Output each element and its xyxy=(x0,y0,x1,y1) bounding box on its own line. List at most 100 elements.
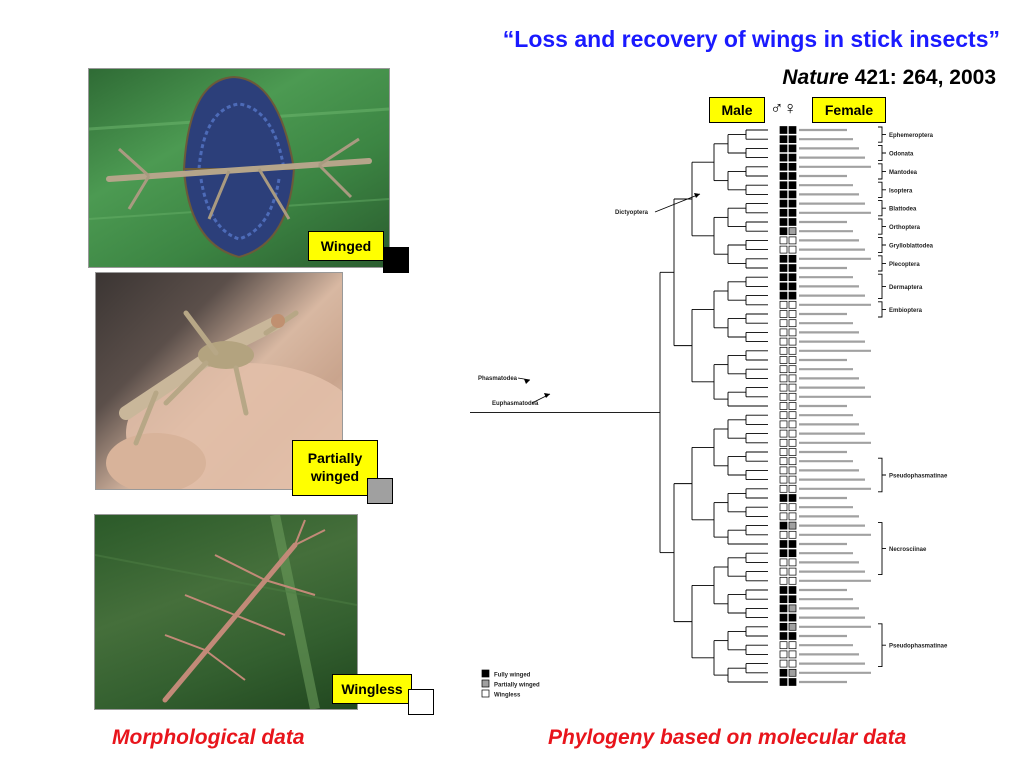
tip-female-square xyxy=(788,291,797,300)
tip-female-square xyxy=(788,678,797,686)
tip-female-square xyxy=(788,392,797,401)
clade-label: Plecoptera xyxy=(889,262,920,268)
clade-bracket xyxy=(878,181,886,198)
tip-male-square xyxy=(779,576,788,585)
tip-male-square xyxy=(779,641,788,650)
tip-male-square xyxy=(779,678,788,686)
tip-female-square xyxy=(788,613,797,622)
clade-label: Blattodea xyxy=(889,207,917,213)
tip-female-square xyxy=(788,530,797,539)
tip-male-square xyxy=(779,254,788,263)
tip-male-square xyxy=(779,218,788,226)
tip-female-square xyxy=(788,273,797,282)
tip-male-square xyxy=(779,595,788,604)
tip-male-square xyxy=(779,512,788,521)
tree-tip-squares xyxy=(779,126,871,686)
tip-male-square xyxy=(779,208,788,217)
tip-male-square xyxy=(779,448,788,456)
tip-male-square xyxy=(779,291,788,300)
tip-male-square xyxy=(779,411,788,420)
clade-bracket xyxy=(878,236,886,254)
tip-female-square xyxy=(788,484,797,493)
caption-morphological-data: Morphological data xyxy=(112,726,305,749)
tip-male-square xyxy=(779,475,788,484)
tip-male-square xyxy=(779,613,788,622)
tip-male-square xyxy=(779,604,788,613)
tip-male-square xyxy=(779,199,788,208)
wingless-insect-illustration xyxy=(95,515,357,709)
tip-female-square xyxy=(788,199,797,208)
tip-female-square xyxy=(788,668,797,677)
tip-female-square xyxy=(788,466,797,475)
tip-female-square xyxy=(788,411,797,420)
tip-female-square xyxy=(788,282,797,291)
partially-winged-swatch xyxy=(367,478,393,504)
slide-title: “Loss and recovery of wings in stick ins… xyxy=(502,26,1000,52)
citation: Nature 421: 264, 2003 xyxy=(600,66,996,90)
tip-female-square xyxy=(788,153,797,162)
node-annotation: Euphasmatodea xyxy=(492,401,539,407)
tip-female-square xyxy=(788,346,797,355)
tip-female-square xyxy=(788,126,797,134)
tip-female-square xyxy=(788,420,797,429)
tip-male-square xyxy=(779,126,788,134)
tip-female-square xyxy=(788,218,797,226)
tip-male-square xyxy=(779,181,788,190)
clade-bracket xyxy=(878,144,886,162)
tree-clade-brackets: EphemeropteraOdonataMantodeaIsopteraBlat… xyxy=(478,126,948,668)
clade-bracket xyxy=(878,163,886,180)
clade-bracket xyxy=(878,623,886,668)
tip-female-square xyxy=(788,475,797,484)
tip-female-square xyxy=(788,310,797,318)
tip-female-square xyxy=(788,383,797,392)
tip-female-square xyxy=(788,236,797,245)
tip-female-square xyxy=(788,595,797,604)
tip-female-square xyxy=(788,604,797,613)
photo-winged-insect xyxy=(88,68,390,268)
tip-female-square xyxy=(788,144,797,153)
clade-label: Pseudophasmatinae xyxy=(889,644,948,650)
tip-male-square xyxy=(779,135,788,144)
tip-female-square xyxy=(788,494,797,502)
tip-female-square xyxy=(788,576,797,585)
tip-male-square xyxy=(779,264,788,272)
tip-female-square xyxy=(788,632,797,640)
tip-female-square xyxy=(788,586,797,594)
tip-female-square xyxy=(788,245,797,254)
clade-label: Isoptera xyxy=(889,188,913,194)
tip-female-square xyxy=(788,503,797,512)
tip-female-square xyxy=(788,172,797,180)
tip-female-square xyxy=(788,162,797,171)
clade-label: Orthoptera xyxy=(889,225,921,231)
clade-bracket xyxy=(878,301,886,318)
tip-male-square xyxy=(779,558,788,567)
tip-female-square xyxy=(788,190,797,199)
tip-female-square xyxy=(788,365,797,374)
tip-male-square xyxy=(779,429,788,438)
tip-male-square xyxy=(779,530,788,539)
tip-female-square xyxy=(788,512,797,521)
tip-female-square xyxy=(788,402,797,410)
tip-male-square xyxy=(779,466,788,475)
clade-label: Grylloblattodea xyxy=(889,244,934,250)
tip-male-square xyxy=(779,586,788,594)
annotation-arrow xyxy=(654,193,701,213)
tip-male-square xyxy=(779,300,788,309)
winged-label: Winged xyxy=(308,231,384,261)
sex-symbols: ♂♀ xyxy=(770,98,797,118)
tip-female-square xyxy=(788,337,797,346)
clade-bracket xyxy=(878,255,886,272)
clade-bracket xyxy=(878,522,886,576)
tip-male-square xyxy=(779,503,788,512)
legend-label: Fully winged xyxy=(494,673,531,679)
tip-male-square xyxy=(779,420,788,429)
clade-label: Necrosciinae xyxy=(889,547,927,553)
legend-swatch xyxy=(481,679,490,688)
legend-label: Wingless xyxy=(494,693,521,699)
tip-male-square xyxy=(779,549,788,558)
citation-details: 421: 264, 2003 xyxy=(848,66,996,89)
tip-female-square xyxy=(788,181,797,190)
tip-female-square xyxy=(788,328,797,337)
node-annotation: Dictyoptera xyxy=(615,210,649,216)
